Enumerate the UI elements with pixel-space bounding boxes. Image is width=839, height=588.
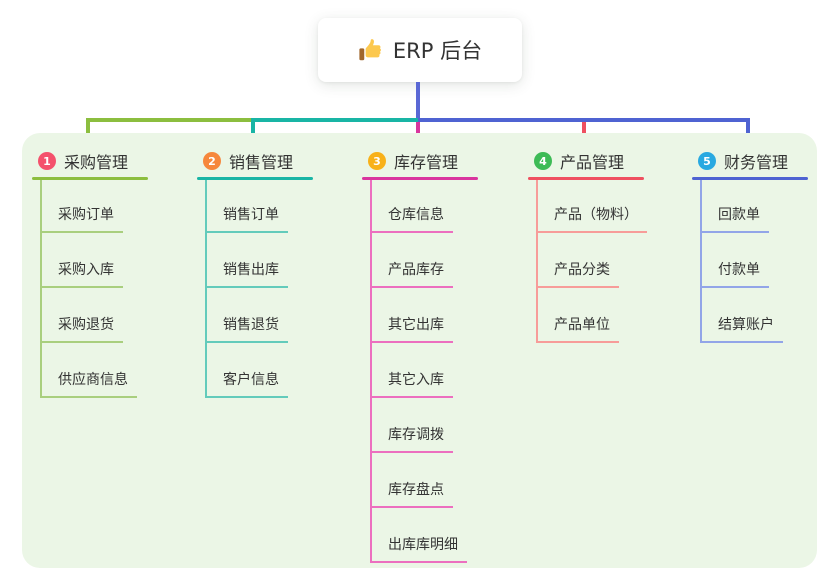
branch-node-finance[interactable]: 5 财务管理 bbox=[698, 149, 788, 173]
leaf-node[interactable]: 其它出库 bbox=[370, 315, 453, 343]
branch-label: 产品管理 bbox=[560, 153, 625, 172]
branch-spine-line bbox=[40, 180, 42, 398]
leaf-node[interactable]: 出库库明细 bbox=[370, 535, 467, 563]
branch-number-badge: 4 bbox=[534, 152, 552, 170]
branch2-connector-h bbox=[251, 118, 418, 122]
leaf-node[interactable]: 产品单位 bbox=[536, 315, 619, 343]
leaf-node[interactable]: 仓库信息 bbox=[370, 205, 453, 233]
branch-underline bbox=[692, 177, 808, 180]
leaf-node[interactable]: 采购订单 bbox=[40, 205, 123, 233]
branch-number-badge: 5 bbox=[698, 152, 716, 170]
root-node[interactable]: ERP 后台 bbox=[318, 18, 522, 82]
branch-label: 财务管理 bbox=[724, 153, 789, 172]
leaf-node[interactable]: 客户信息 bbox=[205, 370, 288, 398]
leaf-node[interactable]: 销售出库 bbox=[205, 260, 288, 288]
branch-node-sales[interactable]: 2 销售管理 bbox=[203, 149, 293, 173]
leaf-node[interactable]: 销售订单 bbox=[205, 205, 288, 233]
leaf-node[interactable]: 供应商信息 bbox=[40, 370, 137, 398]
root-connector-line bbox=[416, 82, 420, 120]
branch-node-purchase[interactable]: 1 采购管理 bbox=[38, 149, 128, 173]
branch-spine-line bbox=[370, 180, 372, 563]
leaf-node[interactable]: 库存调拨 bbox=[370, 425, 453, 453]
branch-node-inventory[interactable]: 3 库存管理 bbox=[368, 149, 458, 173]
branch5-connector-h bbox=[418, 118, 750, 122]
leaf-node[interactable]: 库存盘点 bbox=[370, 480, 453, 508]
leaf-node[interactable]: 付款单 bbox=[700, 260, 769, 288]
leaf-node[interactable]: 采购入库 bbox=[40, 260, 123, 288]
thumbs-up-icon bbox=[359, 38, 381, 60]
branch-number-badge: 2 bbox=[203, 152, 221, 170]
branch-label: 采购管理 bbox=[64, 153, 129, 172]
branch1-connector-h bbox=[86, 118, 252, 122]
leaf-node[interactable]: 采购退货 bbox=[40, 315, 123, 343]
leaf-node[interactable]: 产品库存 bbox=[370, 260, 453, 288]
leaf-node[interactable]: 回款单 bbox=[700, 205, 769, 233]
branch-number-badge: 3 bbox=[368, 152, 386, 170]
branch-spine-line bbox=[700, 180, 702, 343]
branch-spine-line bbox=[205, 180, 207, 398]
leaf-node[interactable]: 其它入库 bbox=[370, 370, 453, 398]
branch-spine-line bbox=[536, 180, 538, 343]
branch-underline bbox=[197, 177, 313, 180]
branch2-connector-v bbox=[251, 118, 255, 146]
branch-underline bbox=[32, 177, 148, 180]
leaf-node[interactable]: 结算账户 bbox=[700, 315, 783, 343]
leaf-node[interactable]: 产品分类 bbox=[536, 260, 619, 288]
branches-panel bbox=[22, 133, 817, 568]
branch-underline bbox=[528, 177, 644, 180]
root-title: ERP 后台 bbox=[392, 39, 483, 63]
branch5-connector-v bbox=[746, 118, 750, 146]
branch-label: 库存管理 bbox=[394, 153, 459, 172]
branch-number-badge: 1 bbox=[38, 152, 56, 170]
branch-underline bbox=[362, 177, 478, 180]
branch-node-product[interactable]: 4 产品管理 bbox=[534, 149, 624, 173]
branch1-connector-v bbox=[86, 118, 90, 146]
leaf-node[interactable]: 销售退货 bbox=[205, 315, 288, 343]
leaf-node[interactable]: 产品（物料） bbox=[536, 205, 647, 233]
branch-label: 销售管理 bbox=[229, 153, 294, 172]
